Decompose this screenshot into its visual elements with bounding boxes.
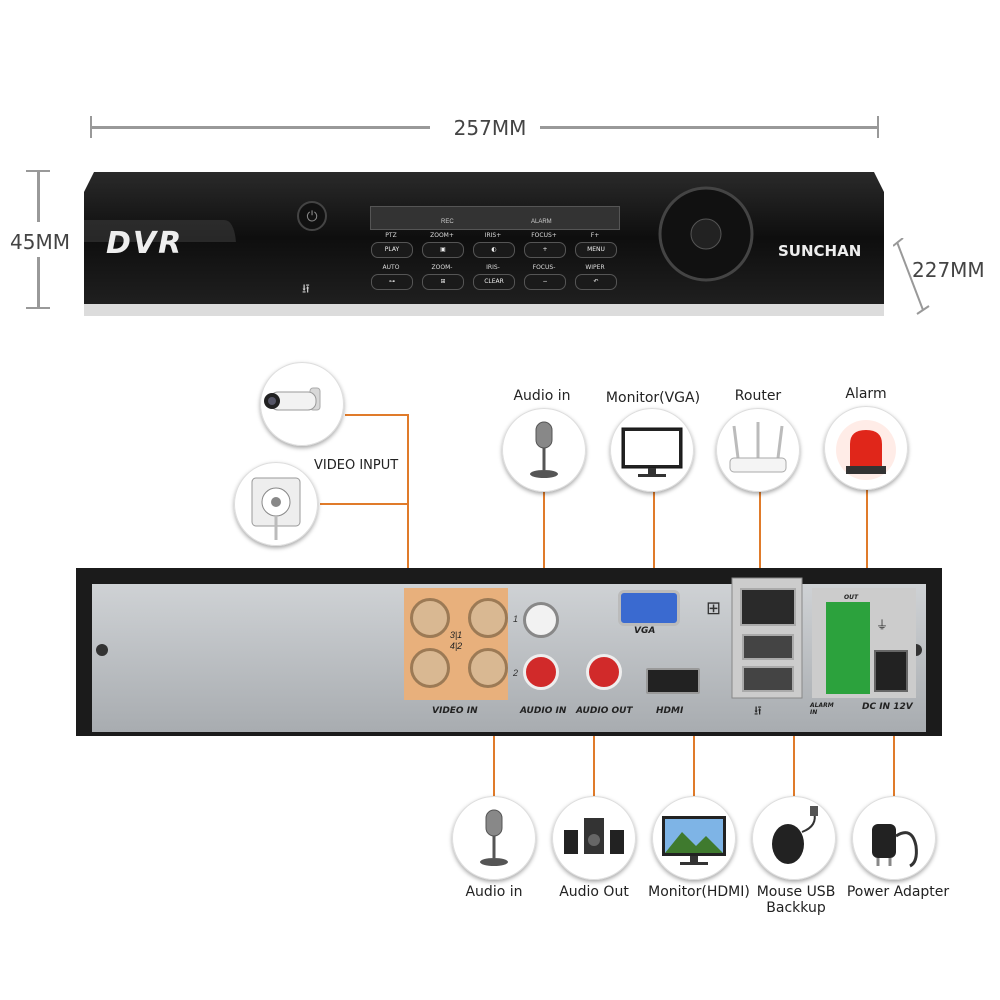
btn-top-label-3: FOCUS+: [531, 232, 557, 239]
lan-port[interactable]: [740, 588, 796, 626]
monitor-icon: [621, 427, 683, 477]
audio-ch-2: 2: [513, 668, 519, 678]
btn-bottom-label-1: ZOOM-: [431, 264, 453, 271]
alarm-in-label: ALARM IN: [810, 702, 834, 716]
focus-out-button[interactable]: −: [524, 274, 566, 290]
dvr-rear-panel: 3|1 4|2 VIDEO IN 1 2 AUDIO IN AUDIO OUT …: [76, 568, 942, 736]
bnc-connector-4[interactable]: [468, 648, 508, 688]
audio-in-jack-2[interactable]: [523, 654, 559, 690]
audio-in-jack-1[interactable]: [523, 602, 559, 638]
microphone-icon: [530, 421, 558, 478]
alarm-out-label: OUT: [844, 594, 859, 601]
zoom-in-button[interactable]: ▣: [422, 242, 464, 258]
power-adapter-icon: [872, 824, 918, 868]
btn-top-label-0: PTZ: [385, 232, 397, 239]
bnc-connector-2[interactable]: [468, 598, 508, 638]
dc-power-jack[interactable]: [874, 650, 908, 692]
router-icon: [729, 422, 787, 473]
audio-out-jack[interactable]: [586, 654, 622, 690]
camera-device: [260, 362, 344, 446]
bottom-device-label-power-adapter: Power Adapter: [846, 884, 950, 900]
btn-bottom-label-2: IRIS-: [486, 264, 500, 271]
btn-top-label-2: IRIS+: [484, 232, 502, 239]
power-adapter-device: [852, 796, 936, 880]
front-display: REC ALARM: [370, 206, 620, 230]
bullet-camera-icon: [264, 387, 321, 411]
alarm-device: [824, 406, 908, 490]
bottom-device-label-mouse-usb: Mouse USB Backkup: [748, 884, 844, 916]
usb-port-1[interactable]: [742, 634, 794, 660]
depth-label: 227MM: [912, 258, 985, 282]
hdmi-label: HDMI: [656, 706, 684, 716]
height-label: 45MM: [10, 230, 70, 254]
zoom-out-button[interactable]: ⊞: [422, 274, 464, 290]
vga-port[interactable]: [618, 590, 680, 626]
audio-out-label: AUDIO OUT: [576, 706, 633, 716]
menu-button[interactable]: MENU: [575, 242, 617, 258]
mouse-usb-device: [752, 796, 836, 880]
brand-label: SUNCHAN: [778, 242, 862, 260]
dc-in-label: DC IN 12V: [862, 702, 913, 712]
clear-button[interactable]: CLEAR: [473, 274, 515, 290]
alarm-label: ALARM: [531, 219, 552, 225]
play-button[interactable]: PLAY: [371, 242, 413, 258]
bnc-connector-1[interactable]: [410, 598, 450, 638]
dvr-front-panel: DVR ⏻ ⭿ REC ALARM PTZ ZOOM+ IRIS+ FOCUS+…: [84, 172, 884, 322]
usb-port-2[interactable]: [742, 666, 794, 692]
hdmi-port[interactable]: [646, 668, 700, 694]
width-label: 257MM: [453, 116, 527, 140]
microphone-icon: [480, 809, 508, 866]
mouse-icon: [772, 806, 818, 864]
video-socket-device: [234, 462, 318, 546]
router-device: [716, 408, 800, 492]
audio-in-bottom-device: [452, 796, 536, 880]
audio-in-device: [502, 408, 586, 492]
backup-label: Backkup: [766, 900, 826, 916]
rec-label: REC: [441, 219, 454, 225]
usb-symbol-icon: ⭿: [754, 704, 762, 718]
bottom-device-label-audio-out: Audio Out: [559, 884, 629, 900]
video-input-label: VIDEO INPUT: [314, 458, 399, 473]
channel-map: 3|1 4|2: [449, 630, 463, 651]
alarm-terminal-block[interactable]: [826, 602, 870, 694]
btn-top-label-4: F+: [590, 232, 600, 239]
monitor-hdmi-device: [652, 796, 736, 880]
monitor-landscape-icon: [662, 816, 726, 865]
bnc-connector-3[interactable]: [410, 648, 450, 688]
top-device-label-alarm: Alarm: [845, 386, 887, 402]
usb-icon: ⭿: [302, 282, 310, 296]
monitor-vga-device: [610, 408, 694, 492]
top-device-label-monitor-vga: Monitor(VGA): [605, 390, 701, 406]
focus-in-button[interactable]: +: [524, 242, 566, 258]
socket-icon: [251, 477, 301, 540]
bottom-device-label-monitor-hdmi: Monitor(HDMI): [648, 884, 750, 900]
iris-in-button[interactable]: ◐: [473, 242, 515, 258]
top-device-label-audio-in: Audio in: [513, 388, 571, 404]
bottom-device-label-audio-in: Audio in: [465, 884, 523, 900]
btn-bottom-label-4: WIPER: [585, 264, 605, 271]
network-icon: ⊞: [706, 598, 722, 618]
speakers-icon: [564, 818, 624, 854]
auto-button[interactable]: ⊶: [371, 274, 413, 290]
dvr-logo: DVR: [106, 226, 184, 261]
btn-top-label-1: ZOOM+: [430, 232, 454, 239]
vga-label: VGA: [634, 626, 656, 636]
wiper-button[interactable]: ↶: [575, 274, 617, 290]
video-in-label: VIDEO IN: [432, 706, 478, 716]
btn-bottom-label-0: AUTO: [382, 264, 400, 271]
mouse-usb-label: Mouse USB: [756, 884, 836, 900]
audio-out-device: [552, 796, 636, 880]
audio-in-label: AUDIO IN: [520, 706, 567, 716]
btn-bottom-label-3: FOCUS-: [532, 264, 556, 271]
top-device-label-router: Router: [734, 388, 782, 404]
ground-icon: ⏚: [876, 618, 889, 632]
audio-ch-1: 1: [513, 614, 519, 624]
alarm-light-icon: [836, 420, 896, 480]
power-icon[interactable]: ⏻: [306, 208, 318, 224]
